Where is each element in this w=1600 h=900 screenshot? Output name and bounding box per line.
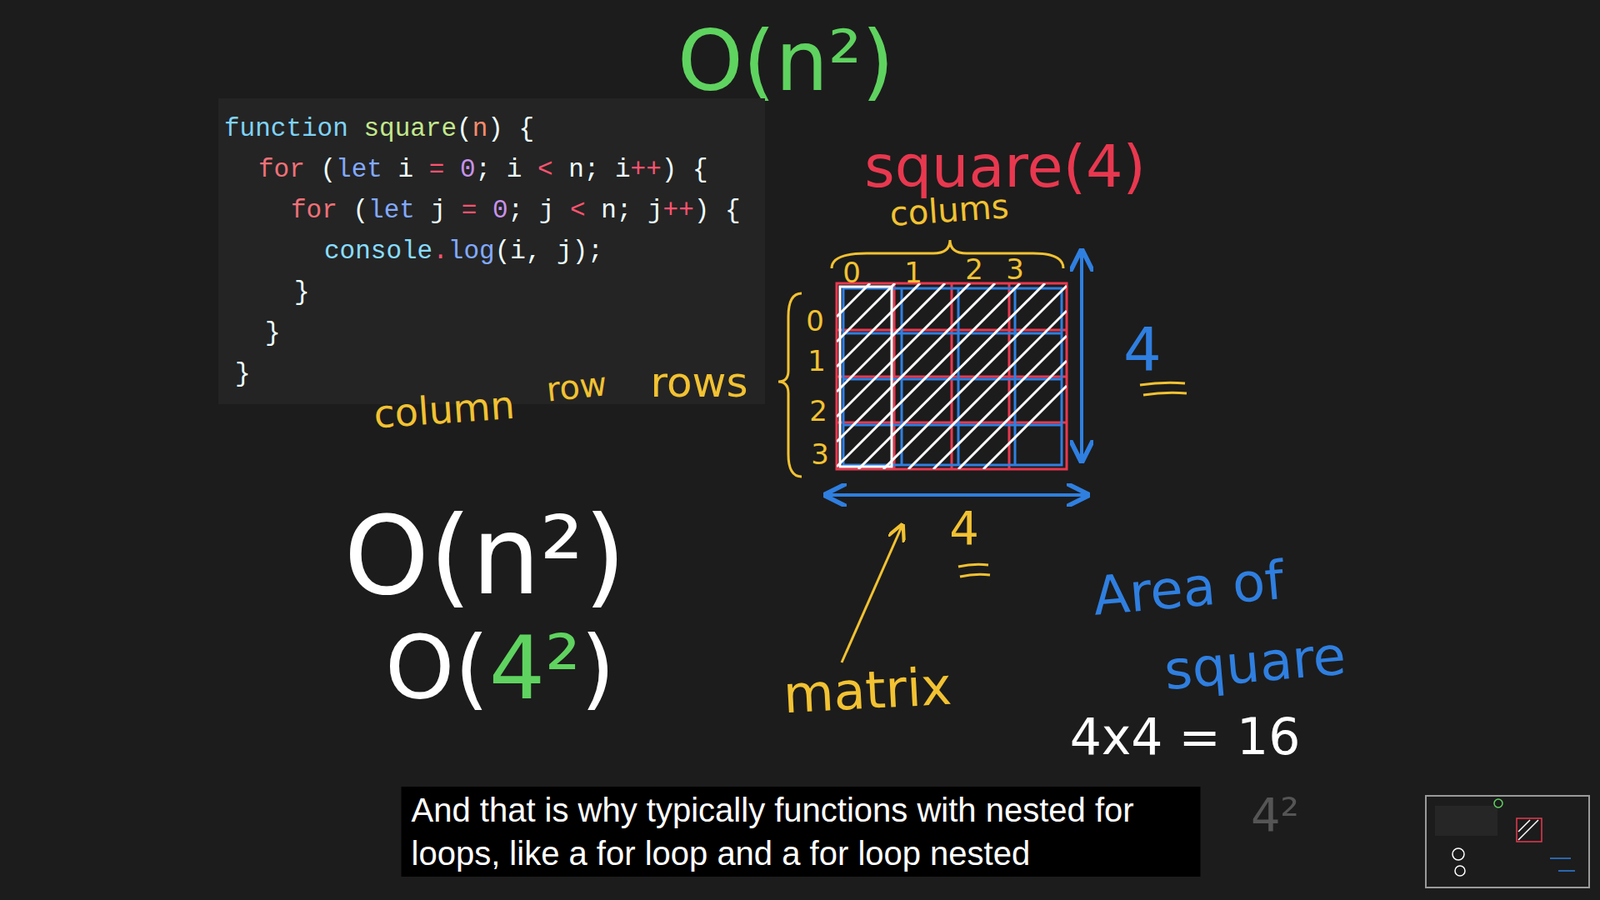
code-line: for (let i = 0; i < n; i++) {: [258, 149, 709, 190]
leader-label: row: [545, 365, 610, 408]
hatching: [836, 283, 1067, 470]
red-grid: [836, 283, 1067, 470]
dimension-label: 4: [949, 502, 980, 555]
leader-line: [841, 526, 902, 663]
equals-marks: [958, 382, 1187, 577]
row-index: 3: [810, 439, 830, 470]
code-panel: function square(n) {for (let i = 0; i < …: [218, 98, 765, 405]
leader-label: column: [372, 384, 516, 436]
row-index: 1: [807, 345, 826, 377]
height-arrow: [1080, 253, 1084, 459]
code-line: console.log(i, j);: [324, 230, 604, 272]
big-o-formula: O(n²): [344, 496, 626, 616]
code-line: function square(n) {: [224, 108, 535, 150]
axis-label: colums: [888, 187, 1010, 233]
video-subtitle: And that is why typically functions with…: [401, 786, 1201, 877]
note-text: square: [1161, 625, 1348, 700]
row-index: 0: [805, 305, 825, 337]
leader-label: matrix: [781, 658, 953, 725]
column-index: 0: [842, 257, 861, 289]
code-line: }: [235, 353, 251, 395]
title: O(n²): [677, 15, 895, 108]
big-o-example: O(4²): [385, 620, 615, 718]
dimension-label: 4: [1123, 316, 1162, 383]
first-column-outline: [840, 286, 892, 467]
video-thumbnail: [1425, 795, 1590, 888]
column-index: 1: [904, 257, 923, 289]
axis-label: rows: [650, 360, 749, 406]
column-brace: [831, 240, 1064, 269]
calculation: 4x4 = 16: [1070, 709, 1301, 765]
code-line: }: [294, 271, 310, 313]
code-line: for (let j = 0; j < n; j++) {: [290, 190, 741, 231]
column-index: 2: [965, 254, 984, 285]
row-index: 2: [809, 395, 828, 427]
column-index: 3: [1005, 254, 1025, 285]
note-text: Area of: [1090, 550, 1287, 626]
width-arrow: [828, 493, 1085, 497]
code-line: }: [265, 312, 281, 354]
faint-note: 4²: [1250, 789, 1300, 841]
row-brace: [778, 293, 802, 477]
